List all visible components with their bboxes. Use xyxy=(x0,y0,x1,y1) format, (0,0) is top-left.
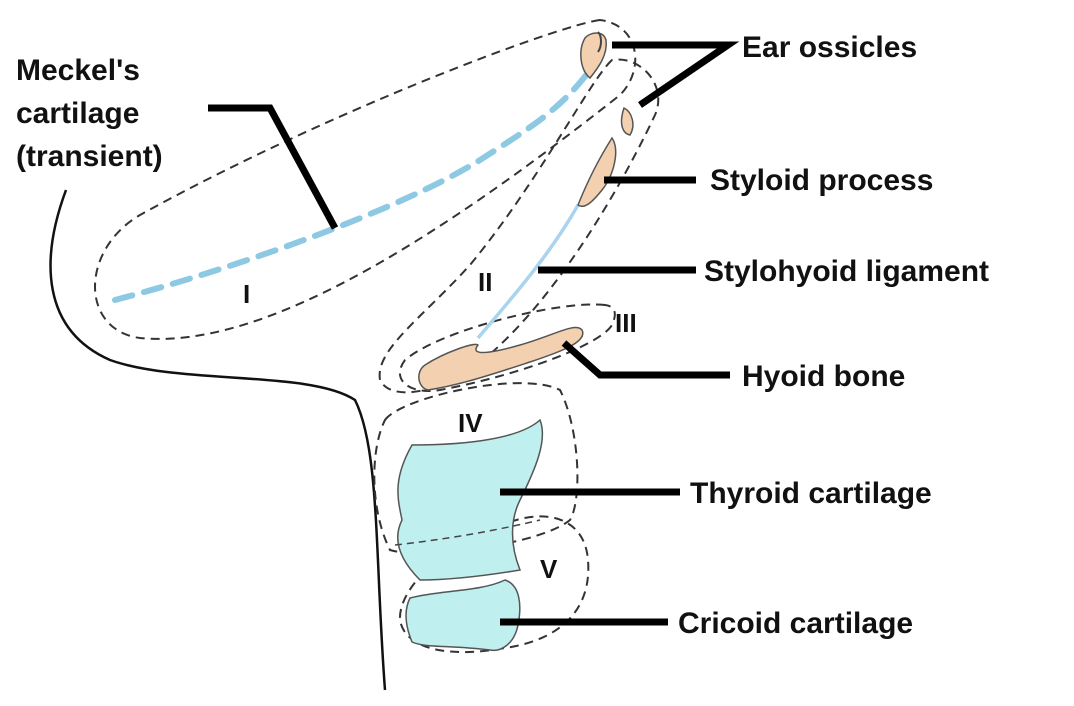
arch-2-outline xyxy=(378,58,660,394)
cricoid-cartilage-label: Cricoid cartilage xyxy=(678,607,913,640)
arch-numeral-4: IV xyxy=(458,408,483,438)
thyroid-divider-line xyxy=(394,519,541,546)
meckel-label-line-1: Meckel's xyxy=(16,54,140,87)
cricoid-cartilage-shape xyxy=(405,579,521,652)
styloid-process xyxy=(577,136,617,207)
thyroid-cartilage-shape xyxy=(397,418,544,581)
arch-numeral-3: III xyxy=(615,308,637,338)
hyoid-bone-shape xyxy=(418,326,584,391)
meckel-label-line-2: cartilage xyxy=(16,97,139,130)
arch-1-outline xyxy=(94,18,637,340)
styloid-process-label: Styloid process xyxy=(710,164,933,197)
arch-4-outline xyxy=(373,382,579,555)
stylohyoid-ligament xyxy=(476,204,580,340)
arch-5-outline xyxy=(398,515,590,654)
hyoid-bone-label: Hyoid bone xyxy=(742,360,905,393)
ear-ossicle-incus xyxy=(597,31,602,53)
arch-numeral-5: V xyxy=(540,554,558,584)
hyoid-bone-leader xyxy=(561,340,730,379)
ear-ossicle-malleus xyxy=(580,32,607,80)
meckel-cartilage xyxy=(112,67,593,303)
ear-ossicle-stapes xyxy=(620,106,634,136)
thyroid-cartilage-label: Thyroid cartilage xyxy=(690,477,932,510)
neck-outline xyxy=(49,189,387,691)
meckel-leader xyxy=(208,104,339,230)
arch-numeral-1: I xyxy=(243,279,250,309)
stylohyoid-ligament-label: Stylohyoid ligament xyxy=(704,255,989,288)
meckel-label-line-3: (transient) xyxy=(16,140,163,173)
ear-ossicles-label: Ear ossicles xyxy=(742,31,917,64)
arch-numeral-2: II xyxy=(478,267,492,297)
ear-ossicles-leader xyxy=(612,41,740,108)
